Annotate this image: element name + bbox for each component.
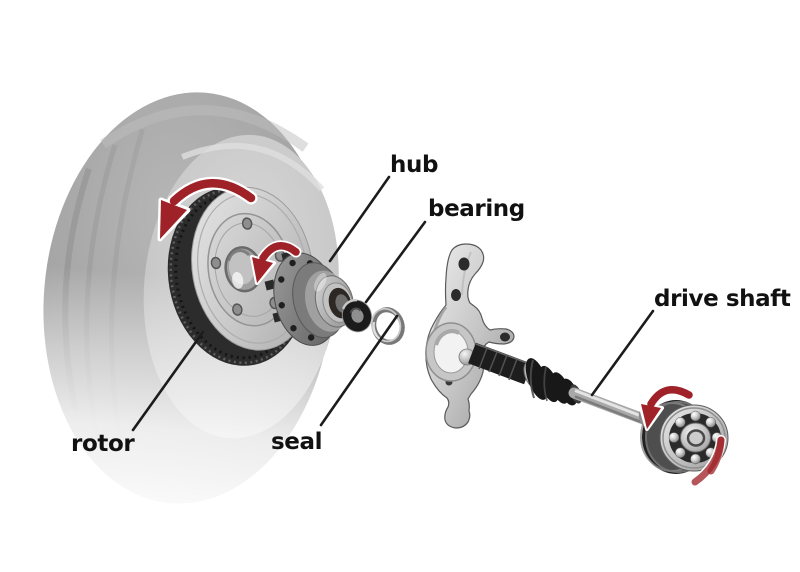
seal-leader-line — [319, 314, 399, 427]
cv-center-hole — [686, 429, 706, 447]
bearing-label: bearing — [428, 196, 525, 222]
hub-stud — [264, 279, 276, 291]
seal-label: seal — [271, 429, 322, 455]
tire-rotation-arrow-icon — [157, 176, 258, 242]
drive-shaft-label: drive shaft — [654, 286, 791, 312]
axle-shaft-rod — [568, 387, 652, 426]
hub-label: hub — [390, 152, 438, 178]
rotor-leader-line — [131, 330, 205, 432]
cv-joint — [640, 400, 729, 474]
splined-shaft — [468, 342, 532, 385]
leader-lines — [131, 175, 655, 432]
driveshaft-rotation-arrow-icon — [638, 384, 726, 487]
seal — [370, 307, 405, 345]
hub — [264, 251, 354, 346]
hub-leader-line — [328, 175, 391, 263]
inner-cv-boot — [525, 358, 582, 406]
hub-rotation-arrow-icon — [250, 240, 302, 285]
bearing — [341, 298, 373, 333]
rotor-label: rotor — [71, 431, 135, 457]
drive-shaft-leader-line — [590, 309, 655, 397]
knuckle — [425, 243, 515, 429]
labels: hub bearing rotor seal drive shaft — [71, 152, 791, 457]
knuckle-tab-hole — [500, 332, 510, 342]
knuckle-arm-hole — [458, 257, 470, 271]
bearing-leader-line — [364, 220, 427, 304]
rotation-arrows — [157, 176, 726, 487]
